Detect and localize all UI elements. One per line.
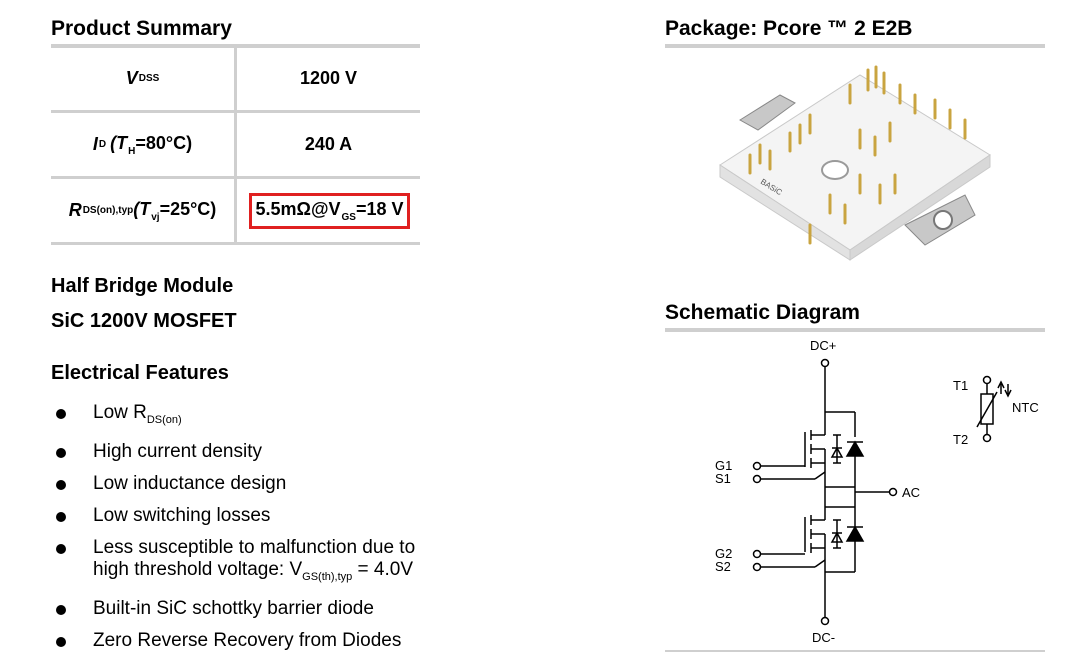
value-vdss: 1200 V [299, 68, 358, 88]
label-s2: S2 [715, 559, 731, 574]
feature-item: Zero Reverse Recovery from Diodes [51, 630, 415, 652]
value-id: 240 A [304, 134, 353, 154]
feature-item: Built-in SiC schottky barrier diode [51, 598, 415, 620]
product-summary-title: Product Summary [51, 17, 232, 40]
schematic-title: Schematic Diagram [665, 301, 860, 324]
label-t2: T2 [953, 432, 968, 447]
label-g2: G2 [715, 546, 732, 561]
label-t1: T1 [953, 378, 968, 393]
feature-list: Low RDS(on) High current density Low ind… [51, 402, 415, 662]
product-summary-rule [51, 44, 420, 48]
module-type: Half Bridge Module [51, 275, 234, 297]
schematic-diagram: DC+ DC- AC G1 S1 G2 S2 T1 T2 NTC [715, 338, 1039, 645]
value-rdson: 5.5mΩ@VGS=18 V [237, 179, 420, 242]
feature-item: Low RDS(on) [51, 402, 415, 431]
package-rule [665, 44, 1045, 48]
bottom-rule [665, 650, 1045, 652]
label-dc-minus: DC- [812, 630, 835, 645]
label-g1: G1 [715, 458, 732, 473]
label-dc-plus: DC+ [810, 338, 836, 353]
feature-item: High current density [51, 441, 415, 463]
schematic-rule [665, 328, 1045, 332]
feature-item: Low switching losses [51, 505, 415, 527]
package-image: BASiC [719, 65, 991, 261]
label-s1: S1 [715, 471, 731, 486]
package-title: Package: Pcore ™ 2 E2B [665, 17, 913, 40]
highlight-box: 5.5mΩ@VGS=18 V [249, 192, 410, 229]
features-title: Electrical Features [51, 362, 229, 384]
label-ntc: NTC [1012, 400, 1039, 415]
device-type: SiC 1200V MOSFET [51, 310, 237, 332]
feature-item: Low inductance design [51, 473, 415, 495]
label-ac: AC [902, 485, 920, 500]
